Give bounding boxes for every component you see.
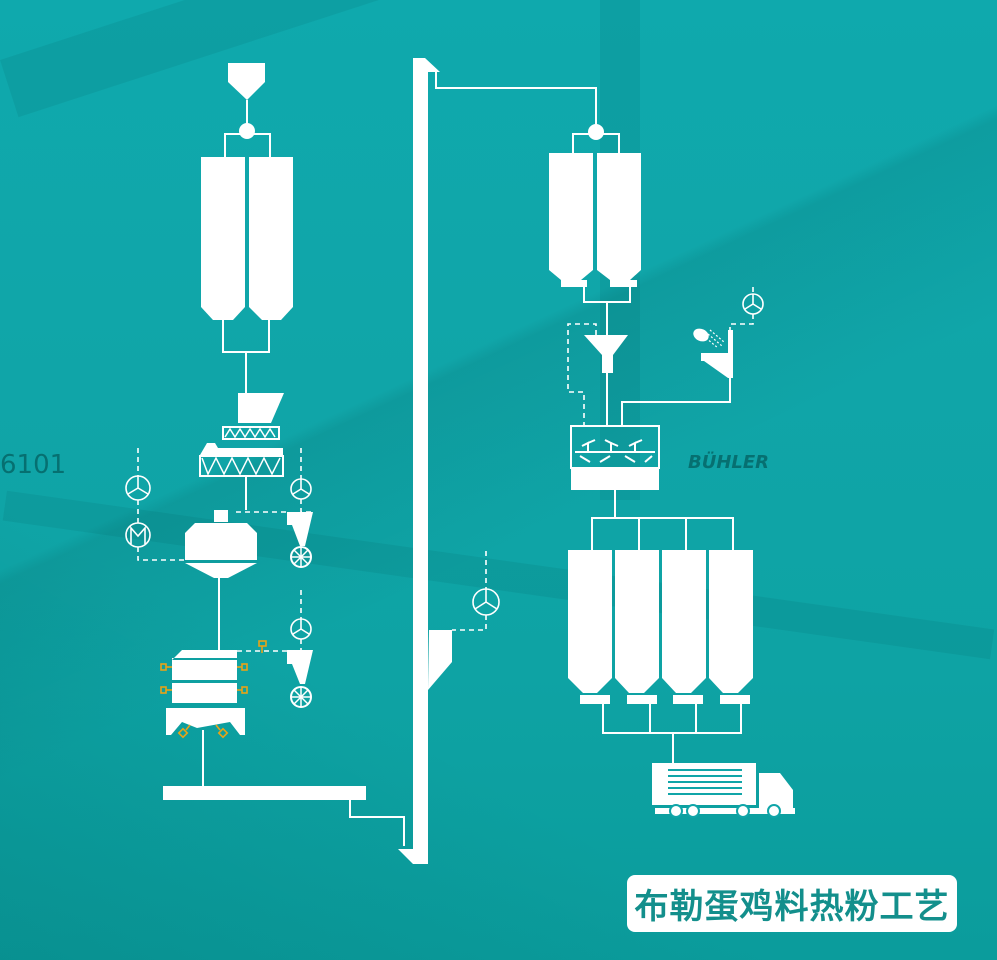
title-badge: 布勒蛋鸡料热粉工艺 xyxy=(627,875,957,932)
motor-icon[interactable] xyxy=(125,522,151,548)
fan-icon[interactable] xyxy=(742,293,764,315)
belt-conveyor-icon[interactable] xyxy=(163,786,366,800)
temperature-sensor-icon xyxy=(215,724,229,739)
distributor-valve-icon[interactable] xyxy=(588,124,604,140)
twin-silo-icon[interactable] xyxy=(549,153,641,287)
feeder-hopper-icon[interactable] xyxy=(238,393,284,423)
screw-conveyor-icon[interactable] xyxy=(199,426,284,477)
liquid-spray-icon[interactable] xyxy=(691,326,733,378)
temperature-sensor-icon xyxy=(237,663,248,671)
machine-number: 6101 xyxy=(0,450,67,480)
twin-silo-icon[interactable] xyxy=(201,157,293,320)
truck-icon[interactable] xyxy=(652,763,795,818)
fan-icon[interactable] xyxy=(472,588,500,616)
temperature-sensor-icon xyxy=(160,663,172,671)
cooler-icon[interactable] xyxy=(166,650,245,735)
conditioner-vessel-icon[interactable] xyxy=(185,510,257,578)
scale-hopper-icon[interactable] xyxy=(584,335,628,373)
fan-icon[interactable] xyxy=(290,478,312,500)
temperature-sensor-icon xyxy=(177,724,191,739)
rotary-valve-icon[interactable] xyxy=(290,546,312,568)
fan-icon[interactable] xyxy=(125,475,151,501)
buhler-logo: BÜHLER xyxy=(688,452,770,473)
fan-icon[interactable] xyxy=(290,618,312,640)
elevator-icon[interactable] xyxy=(398,58,452,864)
page-title: 布勒蛋鸡料热粉工艺 xyxy=(634,887,950,927)
sensor-group xyxy=(160,640,267,739)
distributor-valve-icon[interactable] xyxy=(239,123,255,139)
rotary-valve-icon[interactable] xyxy=(290,686,312,708)
intake-hopper-icon[interactable] xyxy=(228,63,265,100)
temperature-sensor-icon xyxy=(237,686,248,694)
cyclone-icon[interactable] xyxy=(287,512,313,546)
mixer-icon[interactable] xyxy=(570,425,660,490)
cyclone-icon[interactable] xyxy=(287,650,313,684)
temperature-sensor-icon xyxy=(258,640,267,653)
quad-silo-icon[interactable] xyxy=(568,550,753,704)
temperature-sensor-icon xyxy=(160,686,172,694)
